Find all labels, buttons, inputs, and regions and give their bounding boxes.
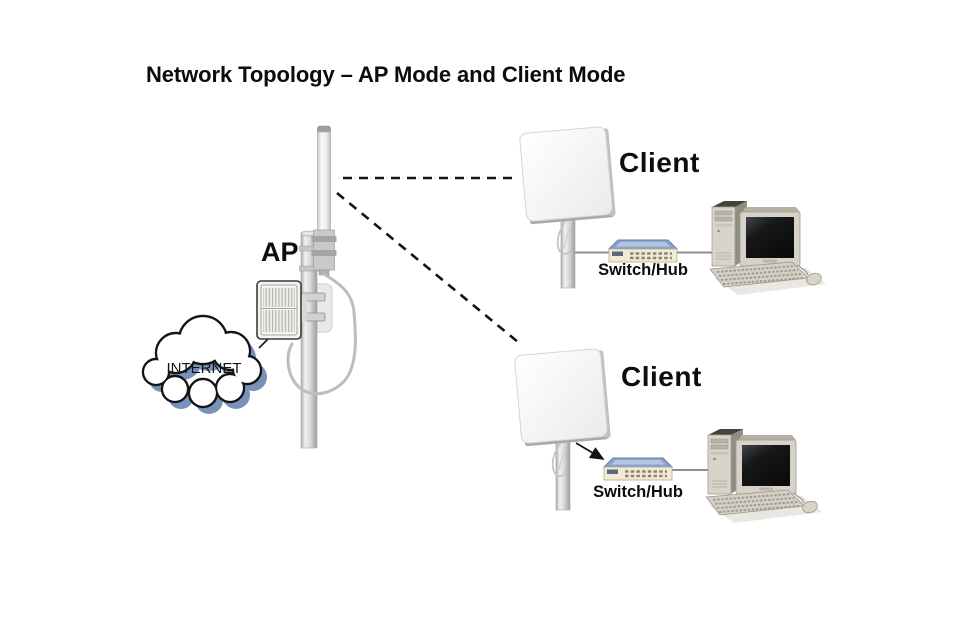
client-label-bottom: Client: [621, 361, 702, 392]
antenna-cable: [286, 272, 357, 396]
client-label-top: Client: [619, 147, 700, 178]
antenna-radome: [317, 131, 331, 233]
client-computer-top: [709, 200, 827, 296]
wireless-link-dashed-bottom: [336, 191, 519, 344]
arrow-to-switch: [575, 442, 605, 460]
switch-hub-label-top: Switch/Hub: [598, 261, 688, 279]
ap-unit-box: [256, 280, 307, 340]
client-computer-bottom: [705, 428, 823, 524]
switch-hub-label-bottom: Switch/Hub: [593, 483, 683, 501]
internet-label: INTERNET: [166, 360, 242, 377]
wireless-links: [336, 176, 519, 344]
internet-cloud-fill: [144, 317, 260, 406]
omni-antenna: [311, 125, 337, 276]
switch-hub-device-bottom: [602, 457, 674, 481]
page-title: Network Topology – AP Mode and Client Mo…: [146, 62, 626, 87]
ap-label: AP: [261, 237, 299, 267]
switch-hub-device-top: [607, 239, 679, 263]
